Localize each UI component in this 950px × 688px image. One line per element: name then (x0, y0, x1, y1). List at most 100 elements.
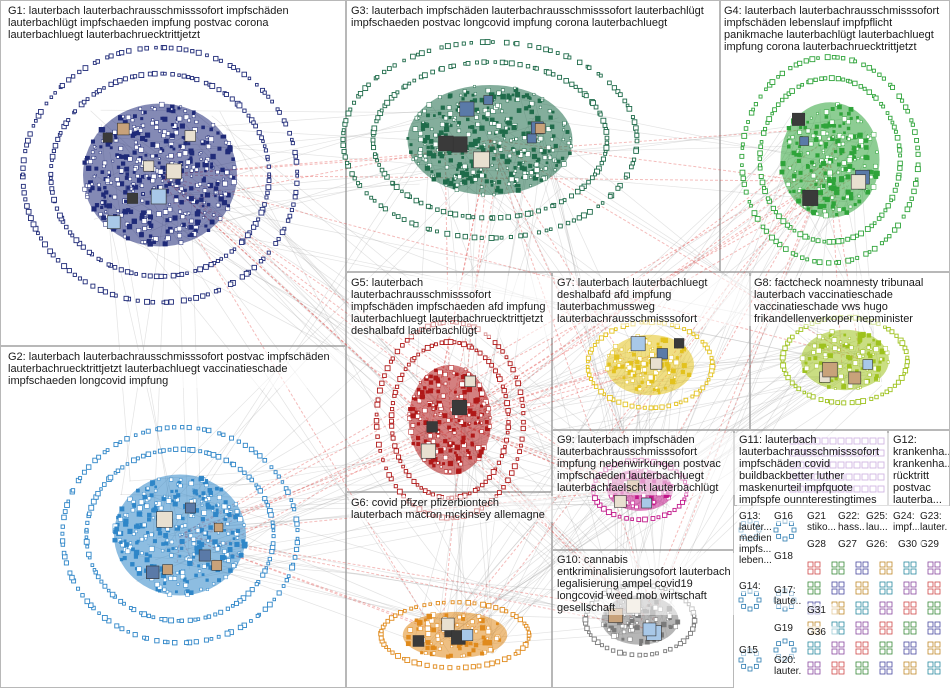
vertex-node (408, 429, 414, 435)
vertex-node (461, 435, 466, 440)
vertex-node (429, 140, 433, 143)
vertex-node (934, 588, 941, 595)
vertex-node (412, 126, 418, 132)
vertex-node (197, 564, 201, 568)
inter-group-edge (413, 448, 467, 644)
vertex-node (910, 588, 917, 595)
vertex-node (859, 120, 863, 124)
vertex-node (529, 109, 534, 115)
vertex-node (487, 131, 492, 135)
avatar-thumbnail (426, 421, 438, 433)
vertex-node (680, 369, 686, 375)
vertex-node (788, 166, 792, 171)
vertex-node (454, 444, 461, 451)
vertex-node (838, 124, 842, 128)
vertex-node (431, 407, 435, 411)
vertex-node (223, 92, 229, 98)
vertex-node (195, 200, 199, 204)
vertex-node (618, 358, 623, 362)
vertex-node (552, 134, 556, 138)
vertex-node (446, 105, 452, 110)
vertex-node (376, 387, 383, 394)
vertex-node (149, 482, 154, 487)
vertex-node (501, 656, 508, 663)
vertex-node (438, 151, 443, 157)
vertex-node (776, 75, 780, 79)
vertex-node (824, 196, 830, 203)
vertex-node (489, 660, 495, 667)
vertex-node (154, 638, 160, 644)
vertex-node (864, 379, 869, 385)
vertex-node (187, 211, 191, 215)
vertex-node (133, 433, 138, 437)
vertex-node (889, 198, 893, 203)
vertex-node (663, 337, 669, 343)
vertex-node (934, 648, 941, 655)
vertex-node (236, 439, 241, 444)
vertex-node (514, 375, 518, 380)
vertex-node (911, 188, 917, 195)
inter-group-edge (226, 541, 617, 617)
vertex-node (160, 179, 164, 183)
vertex-node (539, 178, 544, 182)
vertex-node (866, 89, 873, 95)
vertex-node (132, 150, 137, 155)
vertex-node (527, 121, 532, 125)
vertex-node (199, 587, 203, 592)
vertex-node (514, 183, 518, 188)
vertex-node (856, 157, 860, 160)
vertex-node (196, 617, 201, 621)
vertex-node (473, 92, 477, 96)
vertex-node (487, 475, 492, 480)
vertex-node (49, 186, 55, 192)
vertex-node (626, 365, 632, 371)
vertex-node (934, 668, 941, 675)
vertex-node (183, 114, 190, 120)
vertex-node (862, 581, 869, 588)
vertex-node (603, 144, 610, 151)
vertex-node (747, 200, 752, 204)
vertex-node (436, 461, 440, 465)
vertex-node (266, 561, 271, 566)
vertex-node (435, 443, 440, 448)
vertex-node (370, 141, 376, 146)
vertex-node (797, 152, 802, 158)
avatar-thumbnail (451, 136, 468, 153)
vertex-node (266, 157, 270, 162)
inter-group-edge (141, 152, 623, 606)
vertex-node (173, 446, 179, 452)
vertex-node (770, 205, 776, 211)
vertex-node (81, 469, 87, 475)
vertex-node (189, 447, 196, 453)
vertex-node (209, 165, 214, 169)
vertex-node (161, 133, 167, 138)
vertex-node (158, 273, 164, 279)
vertex-node (165, 526, 170, 532)
vertex-node (179, 199, 184, 205)
vertex-node (910, 668, 917, 675)
vertex-node (382, 622, 387, 627)
vertex-node (780, 161, 786, 167)
vertex-node (485, 637, 489, 640)
vertex-node (485, 117, 489, 122)
vertex-node (830, 379, 834, 383)
vertex-node (545, 161, 549, 165)
inter-group-edge (172, 147, 507, 503)
vertex-node (180, 214, 186, 220)
vertex-node (94, 166, 99, 171)
vertex-node (444, 230, 451, 237)
vertex-node (149, 532, 154, 537)
vertex-node (568, 151, 572, 156)
vertex-node (458, 462, 463, 467)
vertex-node (824, 54, 831, 61)
vertex-node (215, 508, 219, 512)
vertex-node (375, 434, 380, 439)
vertex-node (855, 581, 862, 588)
vertex-node (879, 621, 886, 628)
vertex-node (490, 469, 497, 475)
vertex-node (792, 177, 796, 182)
group-label-g21: G21 stiko... (805, 510, 837, 534)
vertex-node (200, 500, 204, 503)
vertex-node (862, 661, 869, 668)
inter-group-edge (654, 144, 839, 609)
